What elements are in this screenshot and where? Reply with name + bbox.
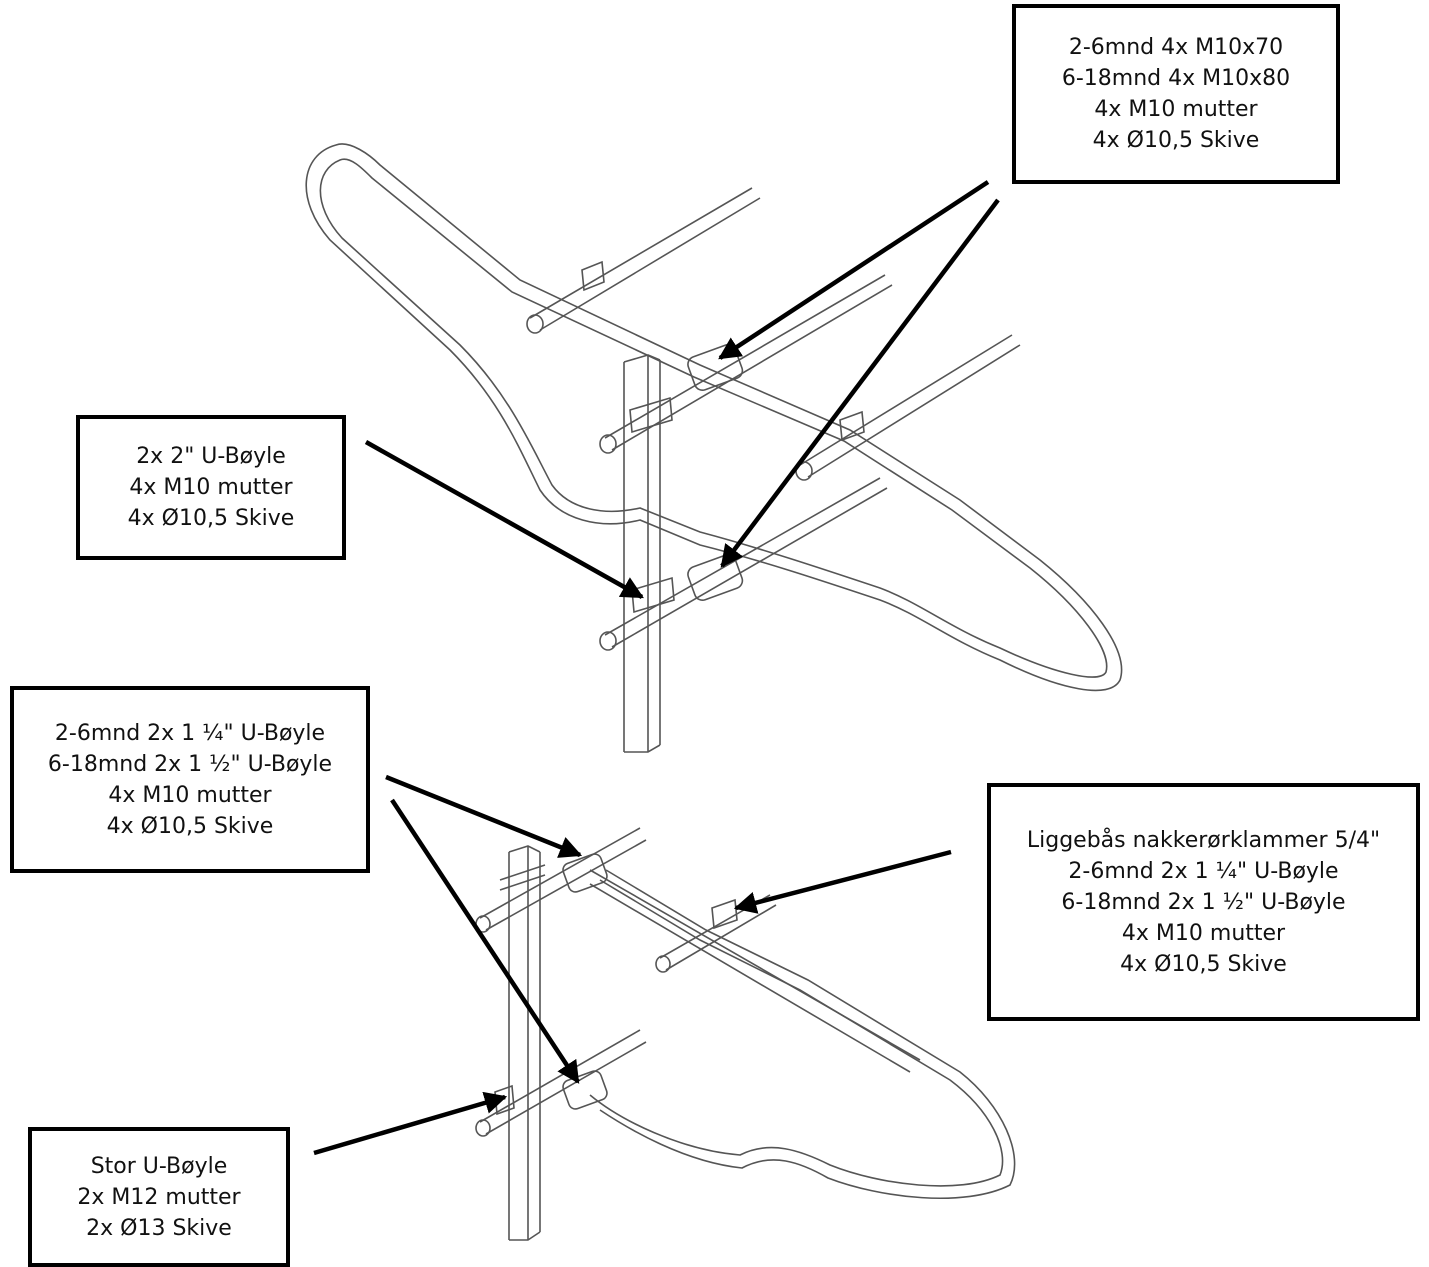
arrow-left-middle bbox=[364, 440, 644, 599]
callout-bolts-m10x70-m10x80: 2-6mnd 4x M10x70 6-18mnd 4x M10x80 4x M1… bbox=[1012, 4, 1340, 184]
callout-line: 6-18mnd 2x 1 ½" U-Bøyle bbox=[1061, 889, 1346, 915]
leader-arrows bbox=[313, 180, 1000, 1156]
callout-line: 2-6mnd 4x M10x70 bbox=[1068, 35, 1284, 60]
arrow-right-lower bbox=[733, 849, 952, 914]
arrow-left-lower-2 bbox=[390, 798, 580, 1084]
arrow-top-right-2 bbox=[720, 198, 1000, 568]
upper-loop-rail bbox=[305, 143, 1123, 692]
callout-line: 6-18mnd 2x 1 ½" U-Bøyle bbox=[47, 751, 333, 777]
callout-line: 4x Ø10,5 Skive bbox=[1120, 951, 1287, 977]
lower-loop-rail bbox=[589, 869, 1016, 1199]
callout-2in-u-bolt: 2x 2" U-Bøyle 4x M10 mutter 4x Ø10,5 Ski… bbox=[76, 415, 346, 560]
arrow-bottom-left bbox=[313, 1091, 508, 1156]
callout-neck-rail-clamp: Liggebås nakkerørklammer 5/4" 2-6mnd 2x … bbox=[987, 783, 1420, 1021]
callout-line: 4x Ø10,5 Skive bbox=[1092, 128, 1260, 153]
callout-line: 2x 2" U-Bøyle bbox=[136, 444, 286, 469]
callout-line: Liggebås nakkerørklammer 5/4" bbox=[1026, 827, 1381, 853]
callout-line: 2x M12 mutter bbox=[77, 1184, 241, 1210]
lower-main-rail bbox=[589, 869, 921, 1073]
lower-clamp-1 bbox=[562, 853, 608, 893]
upper-crossbar-3 bbox=[799, 334, 1021, 478]
callout-line: 4x M10 mutter bbox=[108, 782, 272, 808]
upper-crossbar-2 bbox=[604, 274, 893, 451]
callout-line: 4x M10 mutter bbox=[129, 475, 293, 500]
callout-line: 2-6mnd 2x 1 ¼" U-Bøyle bbox=[54, 720, 326, 746]
callout-line: 2-6mnd 2x 1 ¼" U-Bøyle bbox=[1068, 858, 1339, 884]
callout-large-u-bolt: Stor U-Bøyle 2x M12 mutter 2x Ø13 Skive bbox=[28, 1127, 290, 1267]
callout-line: 4x M10 mutter bbox=[1121, 920, 1286, 946]
lower-crossbar-1 bbox=[479, 827, 647, 931]
lower-post bbox=[508, 845, 541, 1241]
arrow-top-right-1 bbox=[718, 180, 990, 360]
lower-assembly bbox=[475, 827, 1016, 1241]
upper-post bbox=[623, 354, 661, 753]
callout-line: 4x M10 mutter bbox=[1094, 97, 1258, 122]
upper-clamp-2 bbox=[687, 553, 744, 602]
callout-line: 6-18mnd 4x M10x80 bbox=[1061, 66, 1291, 91]
callout-line: 4x Ø10,5 Skive bbox=[127, 506, 295, 531]
callout-line: 4x Ø10,5 Skive bbox=[106, 813, 274, 839]
callout-small-u-bolt-left: 2-6mnd 2x 1 ¼" U-Bøyle 6-18mnd 2x 1 ½" U… bbox=[10, 686, 370, 873]
callout-line: Stor U-Bøyle bbox=[90, 1153, 228, 1179]
lower-crossbar-3 bbox=[479, 1029, 647, 1135]
callout-line: 2x Ø13 Skive bbox=[86, 1215, 232, 1241]
upper-crossbar-1 bbox=[529, 187, 761, 331]
lower-clamp-2 bbox=[562, 1070, 608, 1110]
arrow-left-lower-1 bbox=[385, 774, 583, 858]
upper-assembly bbox=[305, 143, 1123, 753]
